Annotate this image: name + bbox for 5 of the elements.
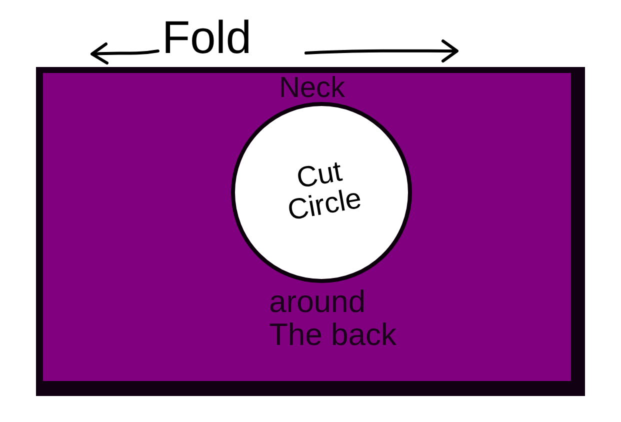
back-label: around The back bbox=[269, 286, 398, 352]
neck-label: Neck bbox=[278, 73, 346, 104]
fabric-rectangle bbox=[36, 67, 585, 396]
fold-label: Fold bbox=[162, 14, 252, 60]
cut-circle-label: Cut Circle bbox=[284, 154, 365, 230]
